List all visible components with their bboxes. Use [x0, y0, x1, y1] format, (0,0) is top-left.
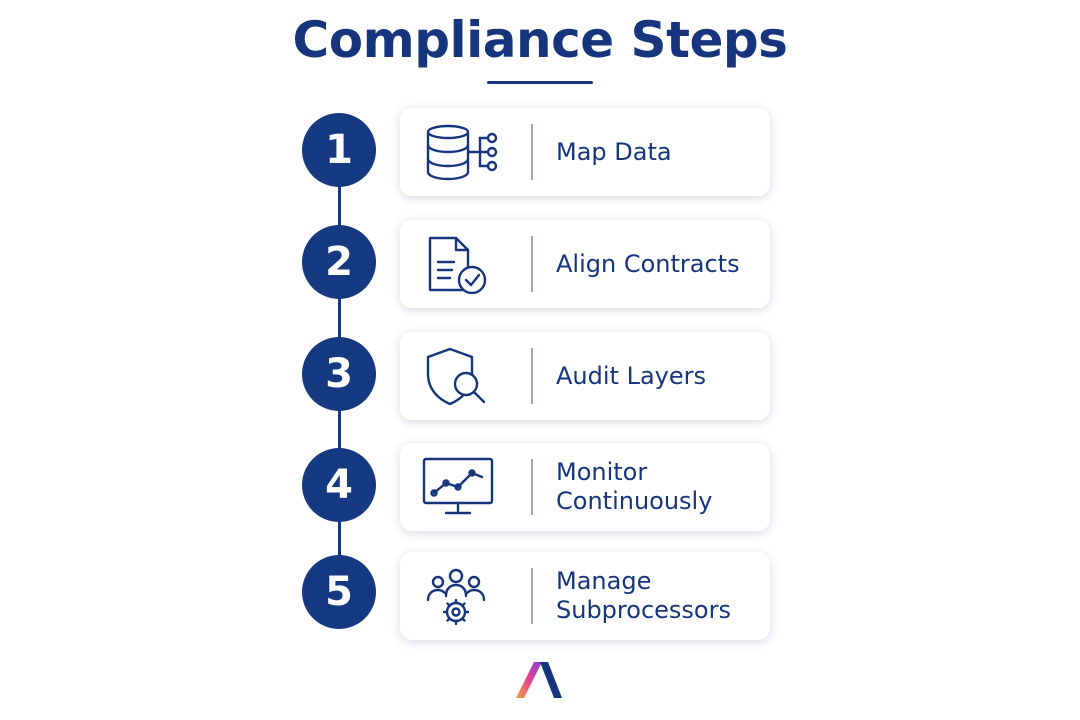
- step-number-5: 5: [302, 555, 376, 629]
- brand-logo: [510, 658, 570, 702]
- step-divider: [531, 459, 533, 515]
- step-label-2: Align Contracts: [556, 249, 740, 278]
- step-number-4: 4: [302, 448, 376, 522]
- step-number-3: 3: [302, 337, 376, 411]
- step-label-4: Monitor Continuously: [556, 458, 713, 515]
- step-divider: [531, 348, 533, 404]
- step-divider: [531, 124, 533, 180]
- step-card-2: Align Contracts: [400, 220, 770, 308]
- database-network-icon: [422, 122, 508, 182]
- step-number-1: 1: [302, 113, 376, 187]
- step-label-5: Manage Subprocessors: [556, 567, 731, 624]
- page-title: Compliance Steps: [292, 11, 788, 69]
- step-card-3: Audit Layers: [400, 332, 770, 420]
- step-divider: [531, 236, 533, 292]
- document-check-icon: [422, 234, 508, 294]
- step-card-5: Manage Subprocessors: [400, 552, 770, 640]
- step-label-1: Map Data: [556, 137, 672, 166]
- step-card-1: Map Data: [400, 108, 770, 196]
- step-card-4: Monitor Continuously: [400, 443, 770, 531]
- title-underline: [487, 81, 593, 84]
- step-divider: [531, 568, 533, 624]
- step-number-2: 2: [302, 225, 376, 299]
- step-label-3: Audit Layers: [556, 361, 706, 390]
- monitor-chart-icon: [422, 457, 508, 517]
- team-gear-icon: [422, 566, 508, 626]
- shield-search-icon: [422, 346, 508, 406]
